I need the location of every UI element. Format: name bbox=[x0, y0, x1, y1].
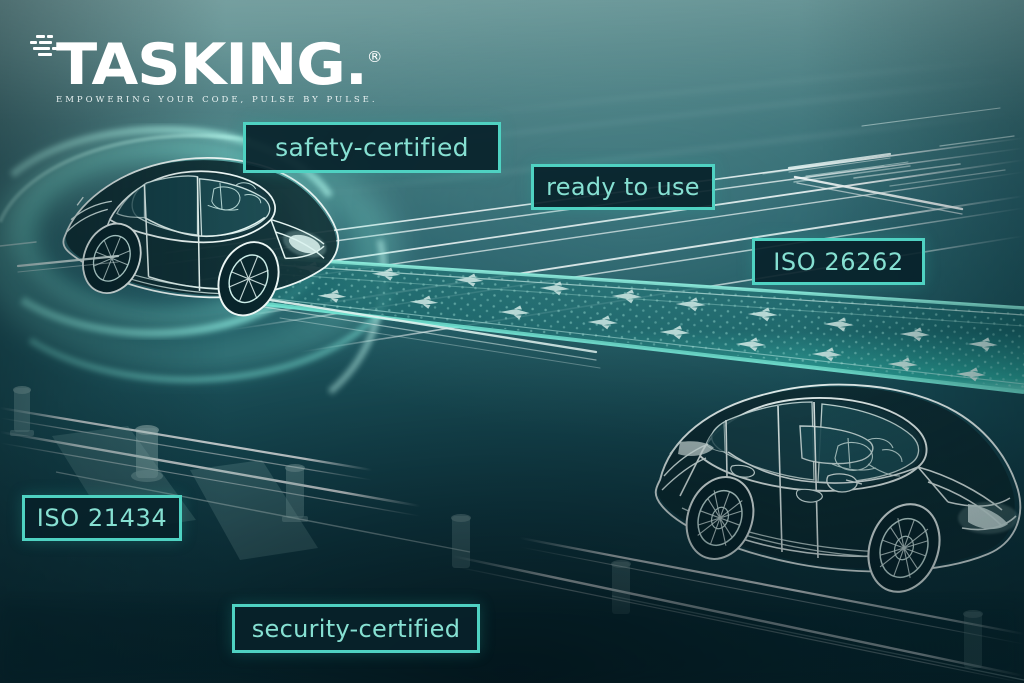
badge-label: ISO 21434 bbox=[36, 504, 168, 532]
badge-label: safety-certified bbox=[275, 133, 469, 162]
badge-label: ISO 26262 bbox=[773, 247, 904, 276]
badge-iso-26262[interactable]: ISO 26262 bbox=[752, 238, 925, 285]
registered-mark: ® bbox=[366, 48, 383, 66]
badge-security-certified[interactable]: security-certified bbox=[232, 604, 480, 653]
badge-safety-certified[interactable]: safety-certified bbox=[243, 122, 501, 173]
badge-label: security-certified bbox=[251, 614, 461, 643]
logo-wordmark: TASKING.® bbox=[56, 37, 383, 94]
badge-label: ready to use bbox=[546, 173, 700, 201]
headlight bbox=[958, 502, 1018, 534]
car-lower-right bbox=[654, 383, 1022, 593]
logo-text: TASKING bbox=[56, 32, 346, 98]
badge-iso-21434[interactable]: ISO 21434 bbox=[22, 495, 182, 541]
logo-period: . bbox=[344, 32, 368, 98]
logo-tagline: EMPOWERING YOUR CODE, PULSE BY PULSE. bbox=[56, 95, 378, 105]
tasking-logo[interactable]: TASKING.® EMPOWERING YOUR CODE, PULSE BY… bbox=[30, 33, 390, 111]
badge-ready-to-use[interactable]: ready to use bbox=[531, 164, 715, 210]
speed-dashes-icon bbox=[30, 35, 64, 61]
